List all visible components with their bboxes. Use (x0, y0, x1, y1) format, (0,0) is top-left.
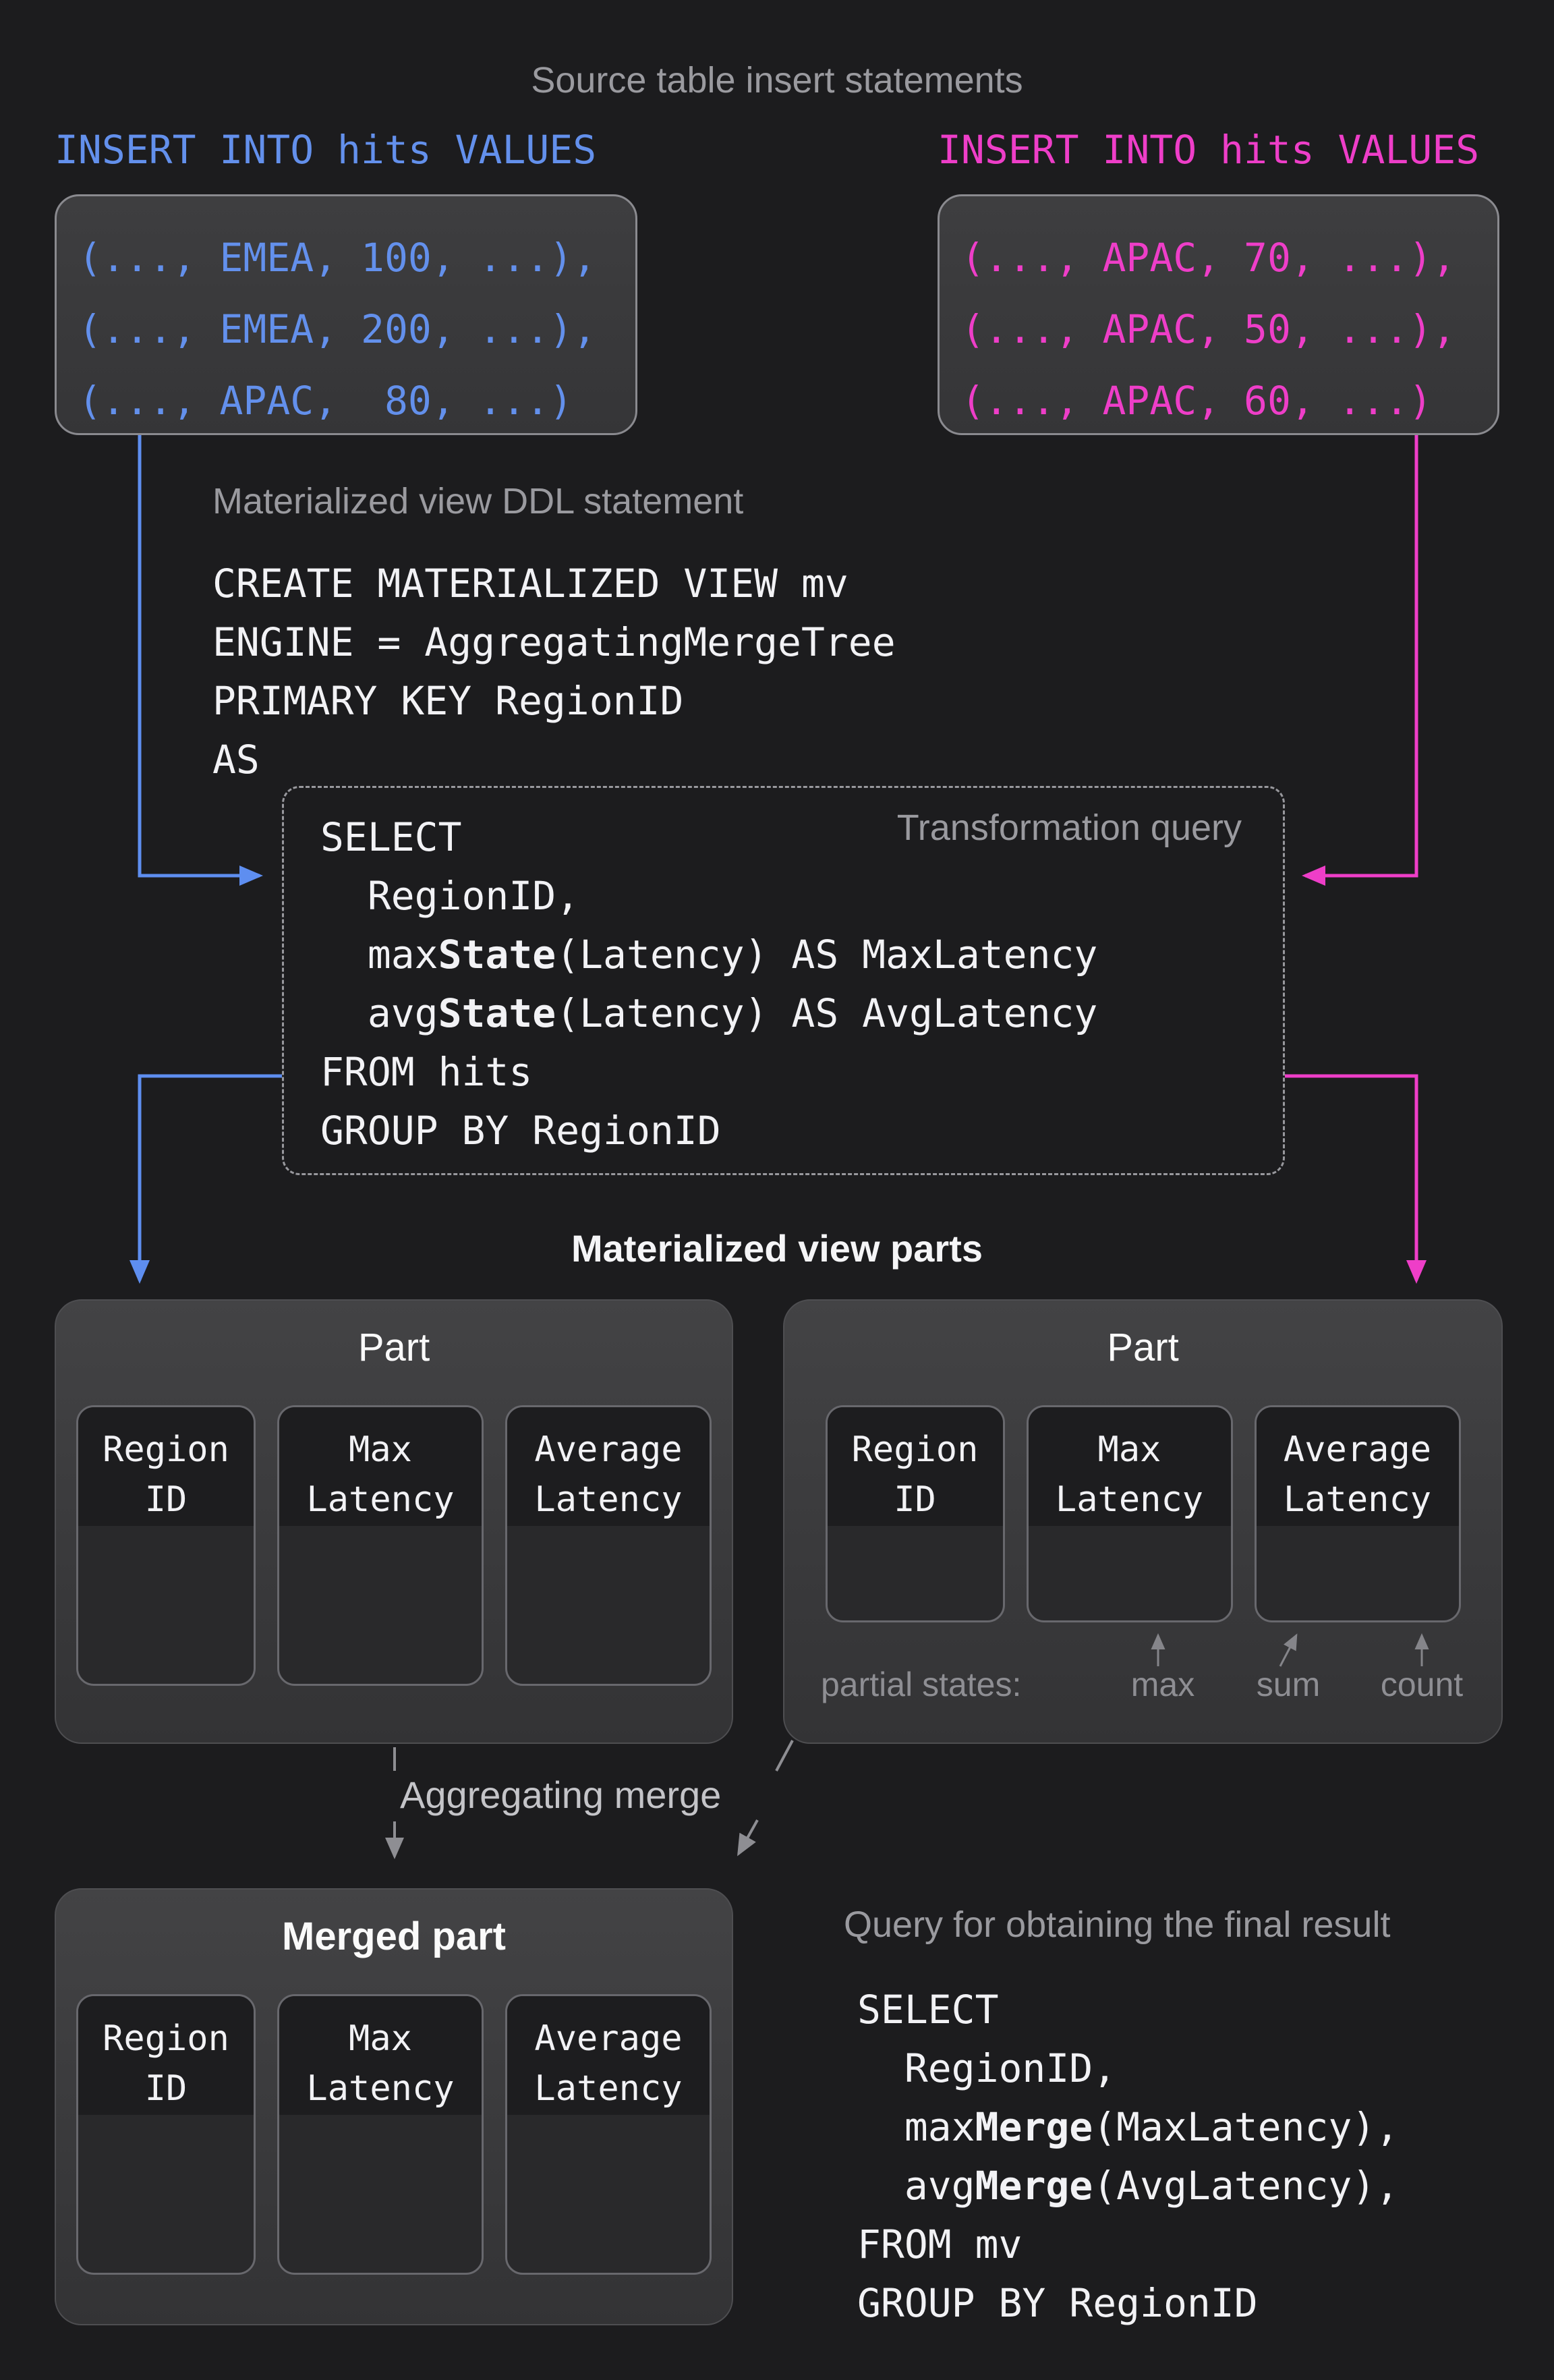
partial-states-tag-count: count (1380, 1666, 1464, 1703)
column-header-line: Region (851, 1429, 979, 1470)
merged-part-columns: Region ID EMEA APAC Max Latency 200 80 (56, 1994, 732, 2275)
column-header-line: ID (144, 1479, 188, 1520)
column-average-latency: Average Latency 180, 3 (1254, 1405, 1461, 1622)
merged-part-box: Merged part Region ID EMEA APAC Max Late… (55, 1888, 733, 2325)
cell-value: 200 (279, 2274, 482, 2275)
insert-right-header: INSERT INTO hits VALUES (938, 127, 1480, 173)
final-query-code: SELECT RegionID, maxMerge(MaxLatency), a… (857, 1987, 1400, 2326)
transformation-query-code: SELECT RegionID, maxState(Latency) AS Ma… (320, 814, 1098, 1154)
column-header-line: Latency (306, 2068, 455, 2109)
column-max-latency: Max Latency 200 80 (277, 1405, 484, 1686)
part-right-columns: Region ID APAC Max Latency 70 Average (784, 1405, 1501, 1622)
column-average-latency: Average Latency 300, 2 260, 4 (505, 1994, 712, 2275)
cell-value: EMEA (78, 2274, 254, 2275)
column-header-line: Max (349, 2018, 412, 2059)
page-title: Source table insert statements (531, 60, 1023, 101)
arrow-part-right-to-merged-upper (775, 1740, 794, 1772)
column-header-line: Latency (534, 2068, 683, 2109)
column-header-line: ID (894, 1479, 936, 1520)
column-max-latency: Max Latency 200 80 (277, 1994, 484, 2275)
arrow-part-right-to-merged-lower (737, 1819, 759, 1857)
column-header-line: Max (349, 1429, 412, 1470)
insert-left-box: (..., EMEA, 100, ...),(..., EMEA, 200, .… (55, 194, 637, 435)
ddl-label: Materialized view DDL statement (212, 481, 744, 521)
partial-states-tag-sum: sum (1256, 1666, 1321, 1703)
column-header-line: Latency (534, 1479, 683, 1520)
arrow-insert-right-to-query (1302, 435, 1418, 886)
column-header-line: Average (534, 1429, 683, 1470)
column-header-line: Latency (306, 1479, 455, 1520)
transformation-query-box (282, 786, 1285, 1175)
column-header-line: Latency (1283, 1479, 1432, 1520)
column-header-line: Average (534, 2018, 683, 2059)
column-header-line: Average (1283, 1429, 1432, 1470)
column-header-line: Region (103, 2018, 229, 2059)
merged-part-title: Merged part (282, 1915, 506, 1958)
column-header-line: Latency (1055, 1479, 1204, 1520)
partial-states-label: partial states: (821, 1666, 1022, 1703)
part-left-columns: Region ID EMEA APAC Max Latency 200 80 (56, 1405, 732, 1686)
column-average-latency: Average Latency 300, 2 80, 1 (505, 1405, 712, 1686)
part-right-box: Part Region ID APAC Max Latency 70 (783, 1299, 1503, 1744)
part-left-box: Part Region ID EMEA APAC Max Latency 200 (55, 1299, 733, 1744)
part-left-title: Part (357, 1326, 430, 1369)
column-header-line: ID (144, 2068, 188, 2109)
parts-heading: Materialized view parts (571, 1227, 983, 1270)
final-query-label: Query for obtaining the final result (844, 1904, 1391, 1945)
insert-left-header: INSERT INTO hits VALUES (55, 127, 597, 173)
column-max-latency: Max Latency 70 (1026, 1405, 1233, 1622)
aggregating-merge-label: Aggregating merge (400, 1774, 722, 1816)
partial-states-tag-max: max (1130, 1666, 1195, 1703)
cell-value: 300, 2 (507, 2274, 710, 2275)
column-header-line: Region (103, 1429, 229, 1470)
insert-right-rows: (..., APAC, 70, ...),(..., APAC, 50, ...… (961, 235, 1456, 424)
column-header-line: Max (1097, 1429, 1161, 1470)
cell-value: 300, 2 (507, 1685, 710, 1686)
column-region-id: Region ID APAC (825, 1405, 1005, 1622)
insert-right-box: (..., APAC, 70, ...),(..., APAC, 50, ...… (938, 194, 1499, 435)
insert-left-rows: (..., EMEA, 100, ...),(..., EMEA, 200, .… (78, 235, 597, 424)
cell-value: 200 (279, 1685, 482, 1686)
cell-value: EMEA (78, 1685, 254, 1686)
column-region-id: Region ID EMEA APAC (76, 1405, 256, 1686)
transformation-query-label: Transformation query (896, 808, 1242, 848)
column-region-id: Region ID EMEA APAC (76, 1994, 256, 2275)
part-right-title: Part (1107, 1326, 1179, 1369)
